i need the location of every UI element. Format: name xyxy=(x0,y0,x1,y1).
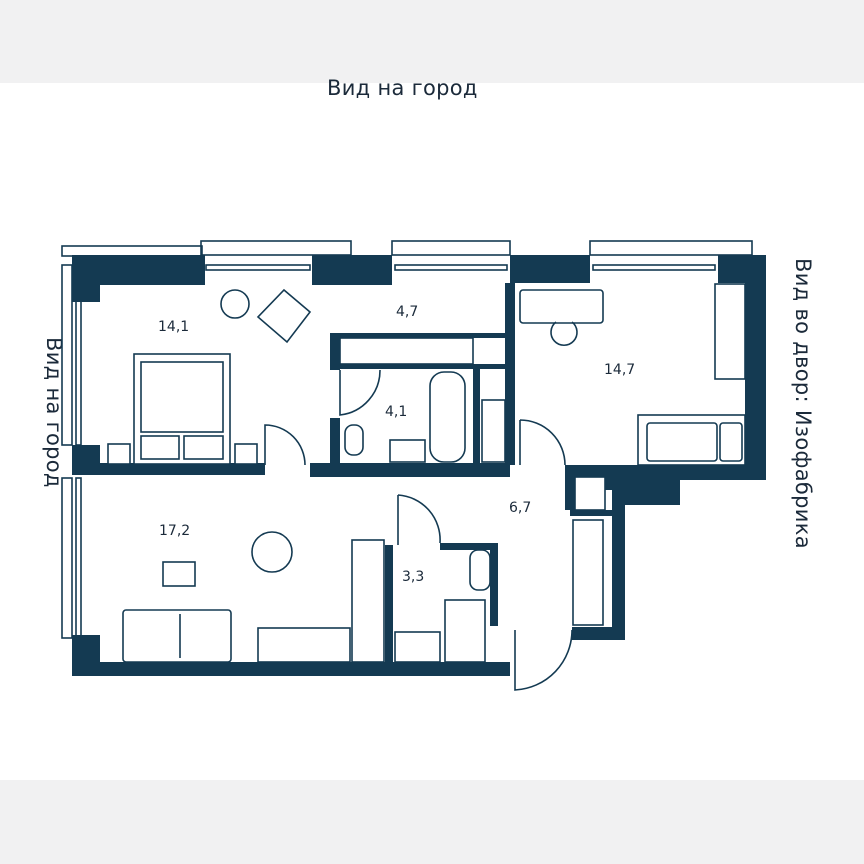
room-area-bedroom-2: 14,7 xyxy=(604,362,635,378)
room-area-living-kitchen: 17,2 xyxy=(159,523,190,539)
room-area-wardrobe: 4,7 xyxy=(396,304,418,320)
walls xyxy=(72,255,766,676)
furniture xyxy=(107,283,746,663)
room-area-bedroom: 14,1 xyxy=(158,319,189,335)
room-area-bathroom: 4,1 xyxy=(385,404,407,420)
doors xyxy=(264,369,573,691)
room-area-hallway: 6,7 xyxy=(509,500,531,516)
view-label-top: Вид на город xyxy=(327,76,478,100)
top-band xyxy=(0,0,864,83)
room-area-wc: 3,3 xyxy=(402,569,424,585)
bottom-band xyxy=(0,780,864,864)
